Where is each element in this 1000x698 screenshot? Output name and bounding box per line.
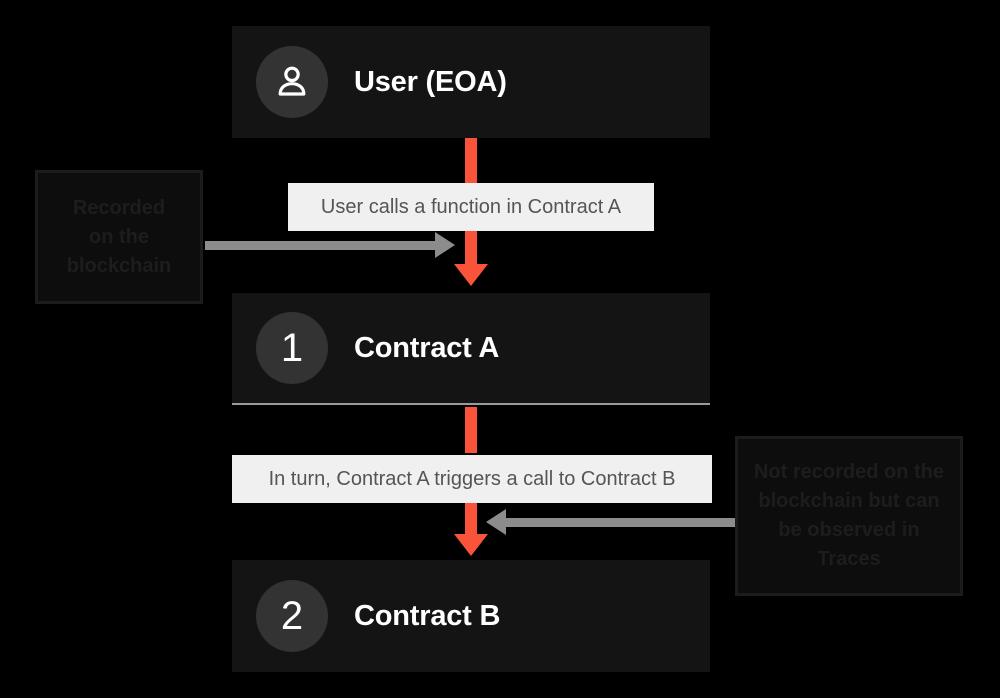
step-number-1: 1 — [280, 326, 304, 370]
step-number-2: 2 — [280, 594, 304, 638]
node-contract-a-label: Contract A — [354, 331, 500, 364]
connector-call-2-shaft-upper — [465, 407, 477, 453]
annotation-not-recorded-line-1: Not recorded on the — [753, 461, 944, 483]
connector-label-call-1: User calls a function in Contract A — [288, 183, 654, 231]
connector-call-1-shaft-upper — [465, 138, 477, 184]
annotation-recorded: Recorded on the blockchain — [35, 170, 203, 304]
annotation-not-recorded-line-3: be observed in — [778, 519, 920, 541]
annotation-not-recorded-text: Not recorded on the blockchain but can b… — [744, 452, 954, 580]
annotation-pointer-right-icon — [205, 232, 455, 258]
annotation-not-recorded-line-4: Traces — [817, 548, 881, 570]
annotation-pointer-left-icon — [486, 509, 736, 535]
connector-call-2-shaft-lower — [465, 500, 477, 538]
annotation-recorded-line-3: blockchain — [66, 254, 172, 277]
node-contract-a[interactable]: 1 Contract A — [232, 293, 710, 405]
person-icon — [256, 46, 328, 118]
annotation-recorded-line-1: Recorded — [72, 196, 166, 219]
step-number-badge: 2 — [256, 580, 328, 652]
node-user[interactable]: User (EOA) — [232, 26, 710, 138]
annotation-not-recorded-line-2: blockchain but can — [758, 490, 940, 512]
connector-label-call-2: In turn, Contract A triggers a call to C… — [232, 455, 712, 503]
connector-call-2-arrowhead — [454, 534, 488, 556]
node-contract-b-label: Contract B — [354, 599, 501, 632]
annotation-pointer-shaft — [205, 240, 435, 250]
annotation-not-recorded: Not recorded on the blockchain but can b… — [735, 436, 963, 596]
node-user-label: User (EOA) — [354, 65, 507, 98]
connector-call-1-arrowhead — [454, 264, 488, 286]
annotation-pointer-shaft — [506, 517, 736, 527]
step-number-badge: 1 — [256, 312, 328, 384]
annotation-pointer-head — [486, 509, 506, 535]
connector-call-1-shaft-lower — [465, 230, 477, 268]
annotation-pointer-head — [435, 232, 455, 258]
annotation-recorded-text: Recorded on the blockchain — [57, 188, 181, 287]
annotation-recorded-line-2: on the — [88, 225, 149, 248]
node-contract-b[interactable]: 2 Contract B — [232, 560, 710, 672]
